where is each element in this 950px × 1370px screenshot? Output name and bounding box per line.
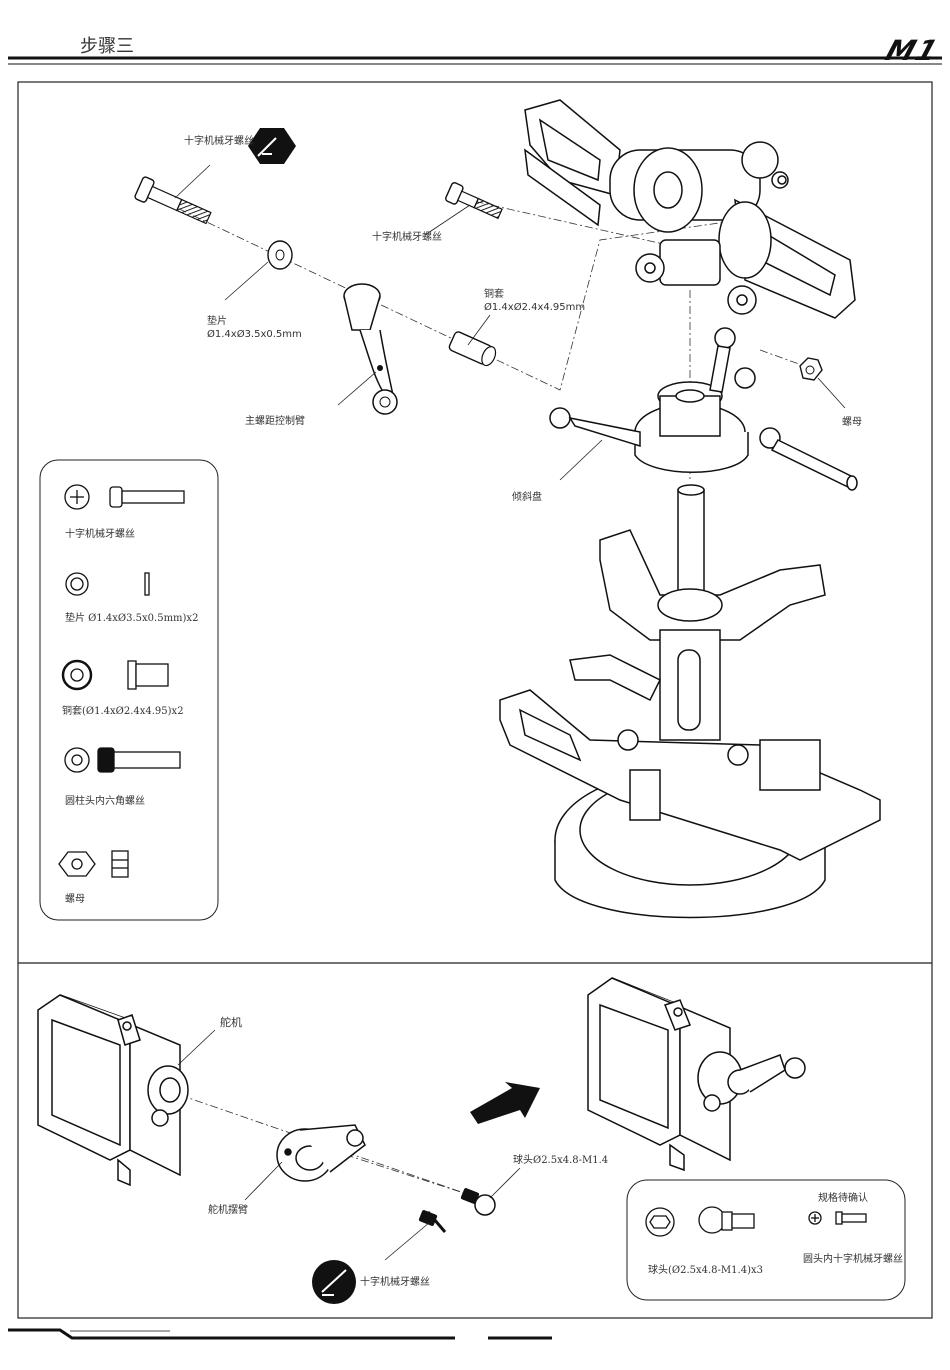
parts-list-item: 圆柱头内六角螺丝 [65,796,145,808]
threadlocker-icon-bottom [312,1260,356,1304]
callout-servo-arm: 舵机摆臂 [208,1205,248,1217]
nut [800,358,822,380]
pitch-control-arm [344,284,397,414]
callout-bushing: 铜套 [484,289,504,301]
callout-nut: 螺母 [842,417,862,429]
parts-list-item: 十字机械牙螺丝 [65,529,135,541]
short-screw [445,182,504,223]
callout-screw-top-mid: 十字机械牙螺丝 [372,232,442,244]
ball-head [460,1187,495,1215]
bushing [448,331,498,368]
callout-servo: 舵机 [220,1017,242,1029]
rotor-head [525,100,855,318]
parts-list-item: 螺母 [65,894,85,906]
callout-screw-top-left: 十字机械牙螺丝 [184,136,254,148]
callout-ball-head: 球头Ø2.5x4.8-M1.4 [513,1155,608,1167]
servo-assembled [588,978,805,1170]
long-screw [134,176,213,229]
parts-box-pending: 规格待确认 [818,1193,868,1205]
washer [268,241,292,269]
callout-bushing-spec: Ø1.4xØ2.4x4.95mm [484,302,585,314]
direction-arrow [470,1082,540,1124]
parts-box-screw: 圆头内十字机械牙螺丝 [803,1254,903,1266]
swashplate [550,328,857,490]
callout-swashplate: 倾斜盘 [512,492,542,504]
servo-left [38,995,188,1185]
parts-box-ball-head: 球头(Ø2.5x4.8-M1.4)x3 [648,1265,763,1277]
threadlocker-icon [248,128,296,164]
callout-washer: 垫片 [207,316,227,328]
callout-washer-spec: Ø1.4xØ3.5x0.5mm [207,329,302,341]
servo-arm [277,1125,365,1181]
parts-list-bottom [646,1207,866,1236]
parts-list-item: 垫片 Ø1.4xØ3.5x0.5mm)x2 [65,613,198,625]
callout-bottom-screw: 十字机械牙螺丝 [360,1277,430,1289]
parts-list-item: 铜套(Ø1.4xØ2.4x4.95)x2 [62,706,184,718]
parts-list-top [59,485,184,877]
main-frame [500,485,880,918]
callout-control-arm: 主螺距控制臂 [245,416,305,428]
